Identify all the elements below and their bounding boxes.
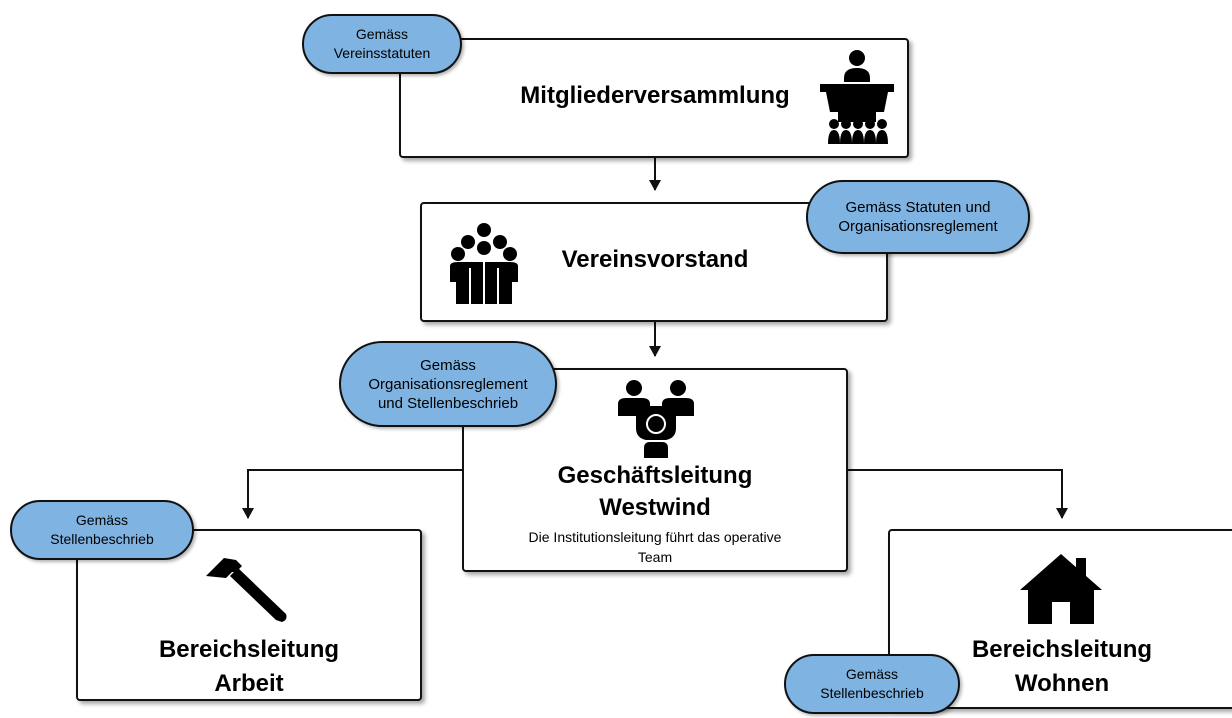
podium-audience-icon: [820, 50, 894, 144]
node-arbeit-title-line1: Bereichsleitung: [158, 636, 340, 663]
tag-mitgliederversammlung-text: Gemäss Vereinsstatuten: [333, 26, 431, 61]
node-geschaeftsleitung-subtitle-line2: Team: [637, 549, 673, 565]
node-mitgliederversammlung-title: Mitgliederversammlung: [520, 82, 790, 109]
node-wohnen-title-line1: Bereichsleitung: [971, 636, 1153, 663]
node-geschaeftsleitung-title-line1: Geschäftsleitung: [557, 462, 753, 489]
node-geschaeftsleitung-title-line2: Westwind: [599, 494, 711, 521]
node-arbeit-title-line2: Arbeit: [214, 670, 284, 697]
tag-arbeit-text: Gemäss Stellenbeschrieb: [50, 512, 154, 547]
tag-wohnen: Gemäss Stellenbeschrieb: [784, 654, 960, 714]
team-leader-icon: [618, 380, 694, 458]
tag-vereinsvorstand-text: Gemäss Statuten und Organisationsregleme…: [838, 199, 998, 235]
node-vereinsvorstand-title: Vereinsvorstand: [561, 246, 749, 273]
node-wohnen-title-line2: Wohnen: [1014, 670, 1110, 697]
hammer-icon: [206, 558, 287, 622]
tag-wohnen-text: Gemäss Stellenbeschrieb: [820, 666, 924, 701]
tag-mitgliederversammlung: Gemäss Vereinsstatuten: [302, 14, 462, 74]
house-icon: [1020, 554, 1102, 624]
node-mitgliederversammlung: [399, 38, 909, 158]
connector-gl-wohnen: [848, 469, 1068, 519]
connector-gl-arbeit: [242, 469, 462, 519]
tag-vereinsvorstand: Gemäss Statuten und Organisationsregleme…: [806, 180, 1030, 254]
tag-geschaeftsleitung-text: Gemäss Organisationsreglement und Stelle…: [368, 356, 528, 412]
group-icon: [450, 223, 518, 304]
tag-arbeit: Gemäss Stellenbeschrieb: [10, 500, 194, 560]
node-geschaeftsleitung-subtitle-line1: Die Institutionsleitung führt das operat…: [528, 529, 782, 545]
tag-geschaeftsleitung: Gemäss Organisationsreglement und Stelle…: [339, 341, 557, 427]
